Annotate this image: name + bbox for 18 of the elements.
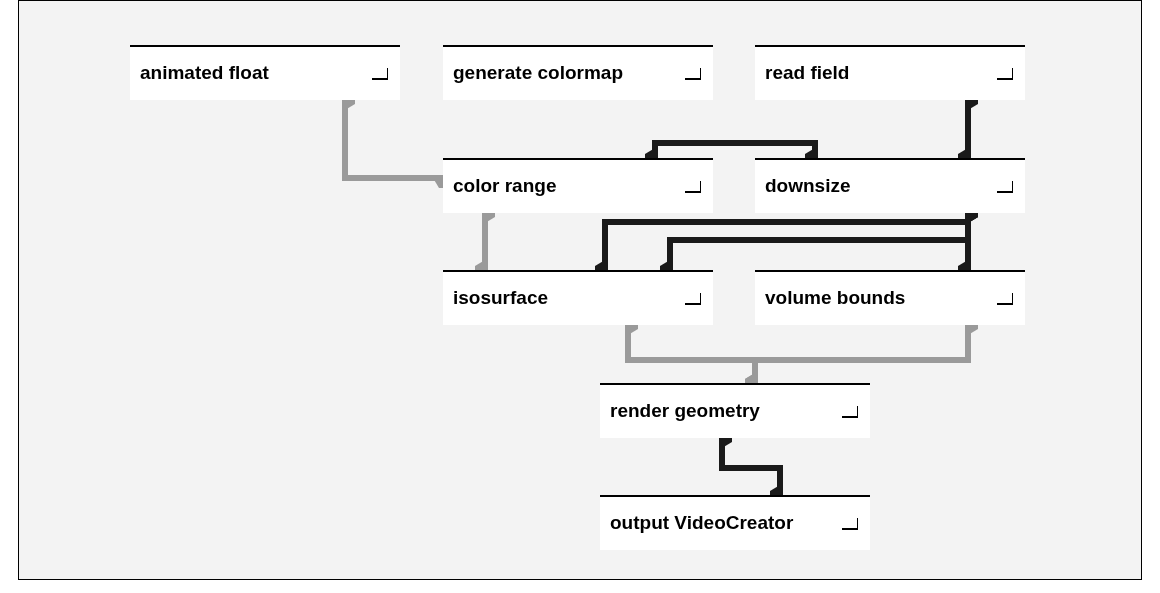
module-name: animated float xyxy=(140,61,269,86)
module-name: volume bounds xyxy=(765,286,906,311)
module-name: read field xyxy=(765,61,850,86)
module-name: render geometry xyxy=(610,399,760,424)
module-box xyxy=(755,158,1025,213)
module-box xyxy=(755,270,1025,325)
module-box xyxy=(755,45,1025,100)
module-name: generate colormap xyxy=(453,61,623,86)
module-box xyxy=(443,45,713,100)
module-name: downsize xyxy=(765,174,851,199)
module-box xyxy=(600,383,870,438)
module-name: output VideoCreator xyxy=(610,511,794,536)
module-box xyxy=(130,45,400,100)
module-box xyxy=(600,495,870,550)
module-name: color range xyxy=(453,174,557,199)
module-box xyxy=(443,270,713,325)
module-name: isosurface xyxy=(453,286,549,311)
module-box xyxy=(443,158,713,213)
